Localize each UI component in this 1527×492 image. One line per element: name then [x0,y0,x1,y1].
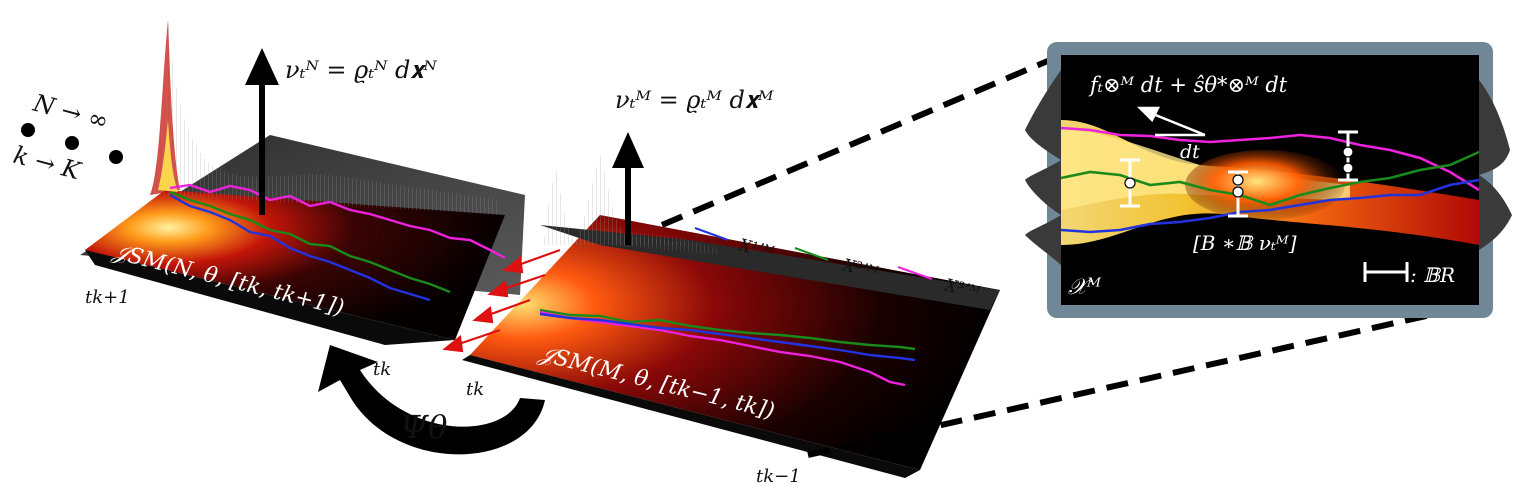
sheet-N-heatmap [85,190,505,340]
zoom-panel [1025,42,1512,318]
sheet-N-edge [85,250,455,345]
sheet-N-density-mesh [150,20,500,215]
zoom-marginal-right [1479,80,1512,250]
zoom-path-blue [1060,178,1480,234]
label-convolution: [B ∗𝔹 νₜᴹ] [1193,231,1297,255]
label-space: 𝒳ᴹ [1068,275,1102,300]
legend-line-3 [897,266,933,280]
label-N-inf: N → ∞ [29,88,111,135]
legend-line-1 [694,227,729,241]
zoom-path-magenta [1060,126,1480,192]
drift-arrow [1136,106,1206,137]
transfer-arrows [442,248,561,353]
zoom-marginal-left [1025,70,1061,265]
label-ball: : 𝔹R [1410,263,1455,287]
label-t-km1: tk−1 [756,466,801,487]
label-psi: Ψθ [400,408,447,446]
label-nu-N: νₜᴺ = ϱₜᴺ d𝐱ᴺ [285,56,438,84]
dot-2 [65,136,79,150]
label-dt: dt [1180,141,1200,163]
dot-3 [109,150,123,164]
psi-arrow [318,345,545,455]
label-t-k-left: tk [373,359,391,380]
limit-labels: N → ∞ k → K [10,88,123,186]
path-N-green [169,190,451,294]
label-t-k1: tk+1 [85,287,130,308]
legend [694,227,933,280]
arrow-nu-M [612,132,644,245]
sheet-M-density-mesh [540,155,700,245]
legend-line-2 [794,247,829,261]
sheet-N [80,20,525,345]
sheet-N-density-peak [150,20,180,195]
dot-1 [21,123,35,137]
zoom-lines [660,57,1476,458]
path-N-magenta [169,183,506,260]
label-t-k-right: tk [466,379,484,400]
sheet-M-paths [539,308,916,387]
arrow-nu-N [245,48,279,215]
path-N-blue [169,193,431,302]
label-drift: fₜ⊗ᴹ dt + ŝθ*⊗ᴹ dt [1088,73,1288,97]
sheet-N-paths [169,183,506,302]
path-M-magenta [539,310,906,387]
path-M-blue [539,312,916,362]
particle-dots [1124,146,1354,198]
label-nu-M: νₜᴹ = ϱₜᴹ d𝐱ᴹ [615,86,774,114]
path-M-green [539,308,916,351]
